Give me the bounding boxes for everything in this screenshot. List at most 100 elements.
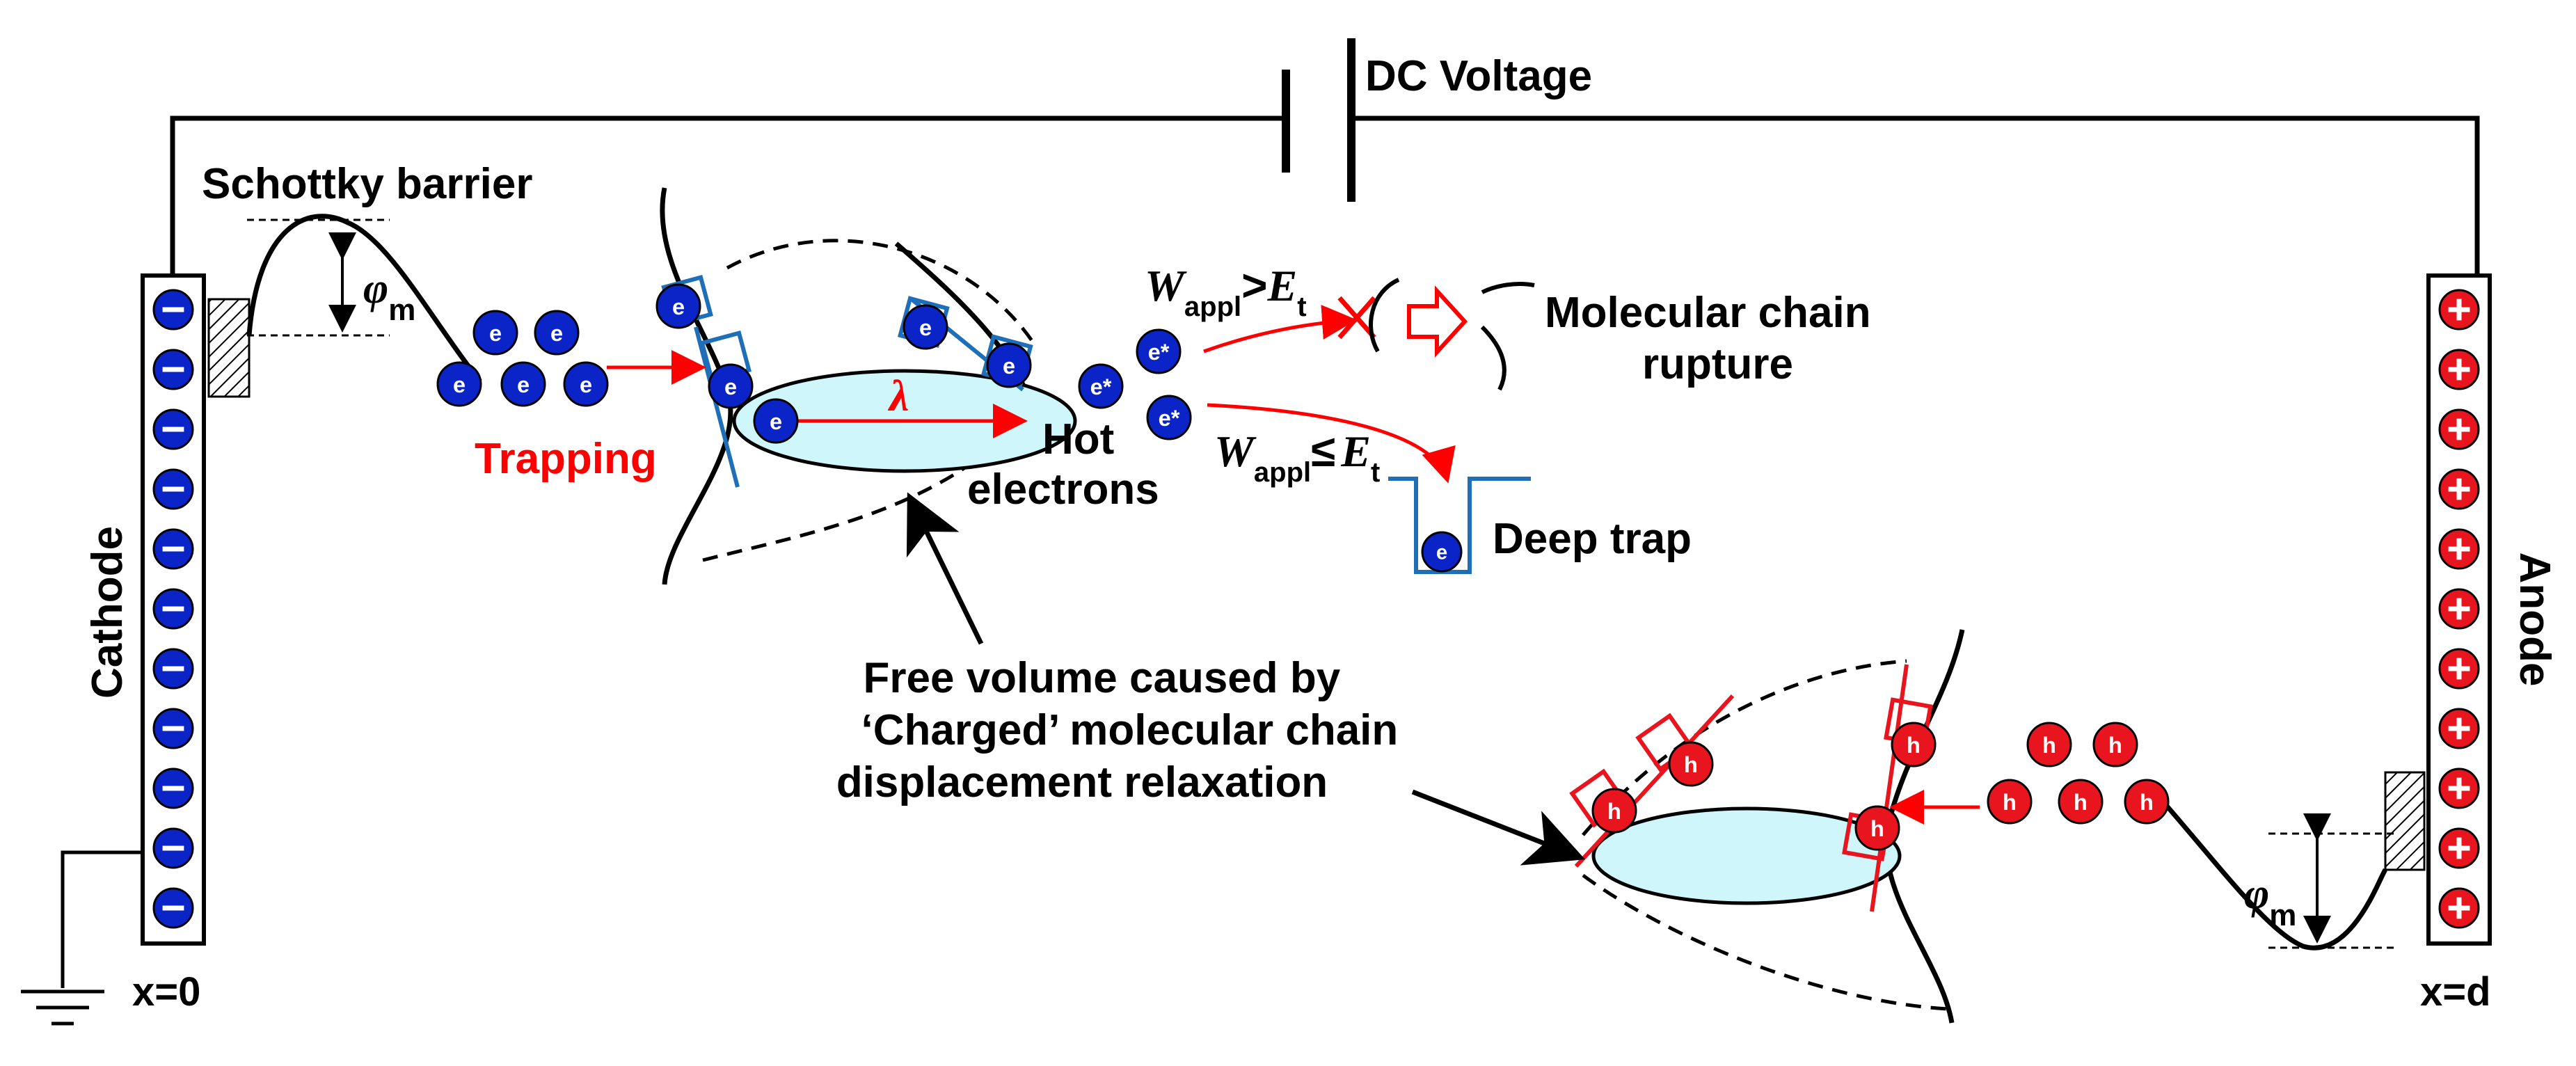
broken-chain-lower [1480, 325, 1506, 391]
anode-phi-symbol: φ [2244, 870, 2269, 918]
trapped-electron-label: e [770, 409, 782, 434]
dc-source-icon [1282, 38, 1355, 202]
hole-circle [1854, 805, 1900, 851]
hot-electrons-label: Hot electrons [967, 415, 1159, 514]
trapped-electron-label: e [672, 294, 685, 319]
hole-label: h [2140, 790, 2154, 815]
molecular-chain-rupture-label: Molecular chain rupture [1545, 289, 1883, 388]
positive-charge-icon [2438, 708, 2480, 749]
anode-barrier-curve [2158, 797, 2387, 950]
anode-charges [2438, 289, 2480, 929]
free-volume-pointer-lower [1411, 789, 1586, 866]
positive-charge-icon [2438, 408, 2480, 450]
free-line1: Free volume caused by [864, 654, 1341, 702]
cathode-charges [152, 289, 194, 929]
e-subscript: t [1297, 292, 1306, 322]
hole-circle [1591, 788, 1637, 834]
hot-electron: e* [1146, 395, 1192, 440]
trapped-electron-label: e [1003, 353, 1015, 379]
anode-phi-m-label: φm [2244, 870, 2296, 932]
hole-circle [1891, 722, 1937, 767]
hole-label: h [1907, 733, 1921, 758]
hole: h [1591, 788, 1637, 834]
schottky-barrier-curve [246, 214, 482, 383]
positive-charge-icon [2438, 289, 2480, 331]
anode-label: Anode [2511, 552, 2559, 687]
negative-charge-icon [152, 648, 194, 690]
rupture-condition-label: Wappl>Et [1145, 260, 1307, 322]
hole-circle [2124, 779, 2170, 825]
electron: e [563, 361, 609, 407]
lambda-label: λ [887, 371, 909, 420]
trapped-electron: e [986, 342, 1032, 388]
negative-charge-icon [152, 408, 194, 450]
electron: e [472, 310, 518, 356]
lower-chain-boundary-lower [1582, 873, 1949, 1011]
w-symbol: W [1145, 261, 1187, 310]
trapped-electron: e [903, 304, 948, 350]
trapped-electron: e [708, 363, 754, 409]
deep-trapped-electron: e [1421, 531, 1463, 573]
trapped-electron-circle [753, 398, 799, 444]
outline-arrow-icon [1407, 285, 1468, 358]
broken-chain-right [1481, 282, 1535, 294]
electron: e [534, 310, 580, 356]
electron-label: e [453, 372, 466, 397]
circuit-wire [170, 116, 2480, 276]
lower-chain-boundary-upper [1582, 659, 1907, 836]
hole: h [1668, 741, 1714, 787]
hot-electron-circle [1136, 328, 1182, 374]
hot-electron: e* [1136, 328, 1182, 374]
e2-subscript: t [1371, 457, 1380, 488]
electron-circle [534, 310, 580, 356]
deep-trap-arrow [1207, 403, 1456, 484]
negative-charge-icon [152, 708, 194, 749]
negative-charge-icon [152, 468, 194, 510]
hot-electron-label: e* [1148, 340, 1170, 365]
hole-circle [2092, 722, 2138, 767]
broken-chain-left [1369, 278, 1400, 353]
electron-label: e [550, 321, 563, 346]
trapping-label: Trapping [475, 435, 657, 483]
hole: h [2124, 779, 2170, 825]
phi-symbol: φ [363, 265, 388, 312]
hot-electron-label: e* [1159, 406, 1180, 431]
hot-electron-circle [1078, 363, 1124, 409]
hole-circle [2058, 779, 2104, 825]
dc-voltage-label: DC Voltage [1365, 52, 1592, 100]
electron-circle [500, 361, 546, 407]
anode-hatch [2384, 771, 2426, 871]
phi-subscript: m [388, 293, 415, 327]
barrier-height-marker [247, 218, 390, 337]
hole-label: h [1684, 752, 1698, 777]
anode-phi-subscript: m [2269, 898, 2296, 932]
gt-symbol: > [1241, 260, 1267, 310]
w2-symbol: W [1214, 427, 1257, 476]
hole-label: h [2108, 733, 2122, 758]
negative-charge-icon [152, 827, 194, 869]
rupture-x-icon [1337, 296, 1376, 340]
trapped-electron: e [753, 398, 799, 444]
trapped-electron: e [655, 283, 701, 329]
hot-electrons-line2: electrons [967, 466, 1159, 514]
hole-circle [1668, 741, 1714, 787]
e2-symbol: E [1340, 427, 1371, 476]
positive-charge-icon [2438, 349, 2480, 390]
rupture-arrow [1203, 305, 1357, 353]
positive-charge-icon [2438, 648, 2480, 690]
positive-charge-icon [2438, 887, 2480, 929]
hot-electron-label: e* [1090, 374, 1112, 399]
hot-electron: e* [1078, 363, 1124, 409]
free-volume-lower [1591, 806, 1902, 905]
positive-charge-icon [2438, 588, 2480, 630]
negative-charge-icon [152, 887, 194, 929]
hole: h [2026, 722, 2072, 767]
cathode-label: Cathode [84, 526, 132, 699]
negative-charge-icon [152, 767, 194, 809]
trapped-electron-label: e [919, 315, 932, 340]
positive-charge-icon [2438, 767, 2480, 809]
hole: h [1891, 722, 1937, 767]
hole-label: h [2074, 790, 2088, 815]
hole: h [2092, 722, 2138, 767]
